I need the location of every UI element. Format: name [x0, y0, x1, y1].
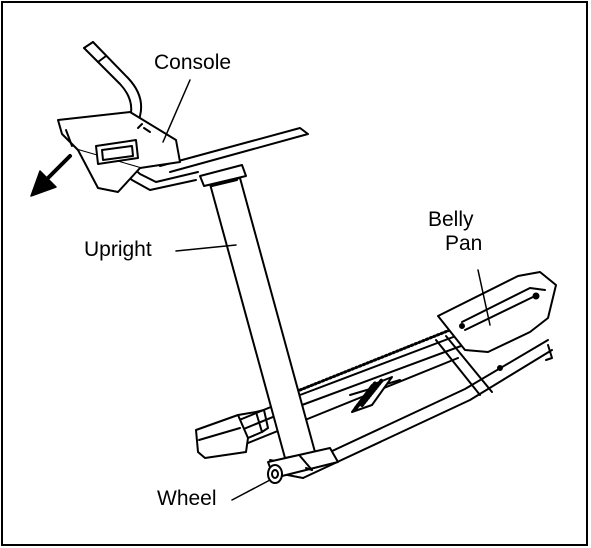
upright-post	[199, 164, 316, 459]
wheel-label: Wheel	[157, 487, 217, 510]
arrow-down-left-icon	[30, 154, 72, 197]
belly-pan-label-line2: Pan	[445, 232, 483, 255]
console-label: Console	[154, 51, 232, 74]
side-arm	[159, 127, 309, 173]
wheel	[267, 464, 283, 484]
belly-pan-leader	[477, 269, 491, 326]
wheel-leader	[231, 479, 271, 501]
rear-endcap	[195, 409, 269, 459]
upright-leader	[175, 244, 237, 252]
belly-pan-label-line1: Belly	[428, 208, 474, 231]
belly-pan	[437, 271, 557, 371]
console-leader	[162, 79, 191, 143]
console	[57, 111, 181, 193]
upright-label: Upright	[84, 238, 152, 261]
leader-lines	[162, 79, 491, 501]
